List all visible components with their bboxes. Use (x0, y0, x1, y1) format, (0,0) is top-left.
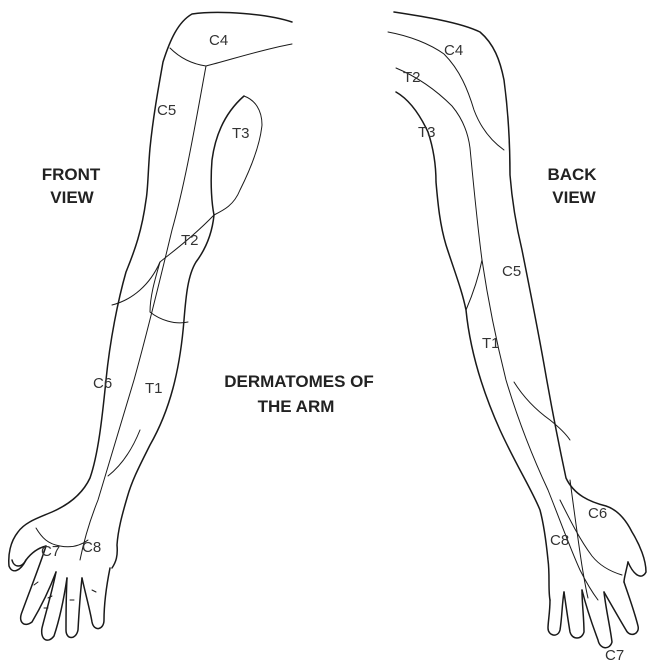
diagram-title-line1: DERMATOMES OF (224, 372, 374, 391)
front-boundary-t3 (214, 96, 262, 215)
front-finger-3 (66, 578, 82, 638)
back-arm (388, 12, 646, 648)
front-label-c4: C4 (209, 32, 228, 49)
front-finger-4 (82, 568, 110, 629)
back-view-heading-line1: BACK (547, 165, 597, 184)
front-thumb (12, 560, 26, 566)
front-view-heading-line1: FRONT (42, 165, 101, 184)
front-label-t2: T2 (181, 232, 199, 249)
back-label-t3: T3 (418, 124, 436, 141)
back-boundary-oblique (470, 148, 598, 600)
front-label-c5: C5 (157, 102, 176, 119)
back-label-t2: T2 (403, 69, 421, 86)
back-label-c8: C8 (550, 532, 569, 549)
front-boundary-t1 (108, 430, 140, 476)
front-label-c7: C7 (41, 543, 60, 560)
back-thumb (624, 562, 628, 582)
diagram-title-line2: THE ARM (258, 397, 335, 416)
front-arm-outline-medial (112, 96, 244, 568)
back-label-t1: T1 (482, 335, 500, 352)
front-label-t3: T3 (232, 125, 250, 142)
back-label-c4: C4 (444, 42, 463, 59)
back-arm-outline-medial (396, 92, 550, 600)
front-boundary-c4 (170, 44, 292, 66)
front-boundary-oblique (80, 66, 206, 560)
front-finger-2 (42, 572, 67, 640)
back-finger-2 (564, 590, 584, 638)
back-view-heading-line2: VIEW (552, 188, 596, 207)
front-label-t1: T1 (145, 380, 163, 397)
front-label-c6: C6 (93, 375, 112, 392)
front-label-c8: C8 (82, 539, 101, 556)
back-arm-outline-lateral (394, 12, 646, 576)
back-label-c6: C6 (588, 505, 607, 522)
back-label-c5: C5 (502, 263, 521, 280)
back-boundary-t3 (466, 260, 482, 310)
front-view-heading-line2: VIEW (50, 188, 94, 207)
back-boundary-t1 (514, 382, 570, 440)
front-arm-outline-lateral (9, 12, 292, 570)
back-label-c7: C7 (605, 647, 624, 664)
